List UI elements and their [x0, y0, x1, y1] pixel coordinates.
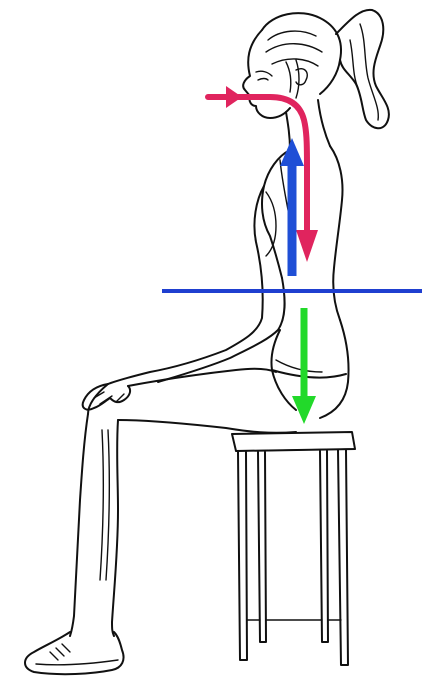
leg-stripe: [100, 430, 103, 580]
upward-force-arrow: [280, 138, 304, 276]
hair-strands: [266, 31, 322, 66]
stool-leg-back-right: [320, 451, 328, 642]
thigh-bottom: [118, 420, 296, 433]
shorts-back: [320, 320, 349, 418]
calf-back: [112, 420, 118, 636]
stool-leg-front-left: [238, 452, 247, 660]
shoe: [25, 632, 124, 674]
stool-leg-back-left: [258, 452, 266, 642]
shorts-hem-line: [276, 360, 322, 372]
stool-seat: [232, 432, 355, 451]
upward-arrowhead: [280, 138, 304, 166]
shoulder-line: [266, 192, 276, 256]
ponytail: [336, 10, 389, 128]
person-figure: [25, 10, 389, 674]
inhale-arrow: [208, 86, 318, 262]
neck-back: [318, 100, 330, 146]
back-outline: [330, 146, 343, 320]
chest-outline: [262, 150, 290, 278]
eye: [258, 79, 268, 81]
ear: [296, 69, 307, 85]
eyebrow: [256, 71, 272, 76]
inhale-arrow-midhead: [226, 86, 242, 108]
upper-arm-outer: [108, 186, 264, 384]
downward-force-arrow: [292, 308, 316, 424]
shoe-sole-line: [36, 660, 118, 665]
stool: [232, 432, 355, 665]
inhale-arrowhead: [296, 230, 318, 262]
shin-front: [70, 414, 88, 636]
hair-outline: [262, 13, 341, 94]
stool-leg-front-right: [338, 450, 348, 665]
shoe-laces: [50, 644, 70, 660]
face-profile: [243, 30, 290, 118]
